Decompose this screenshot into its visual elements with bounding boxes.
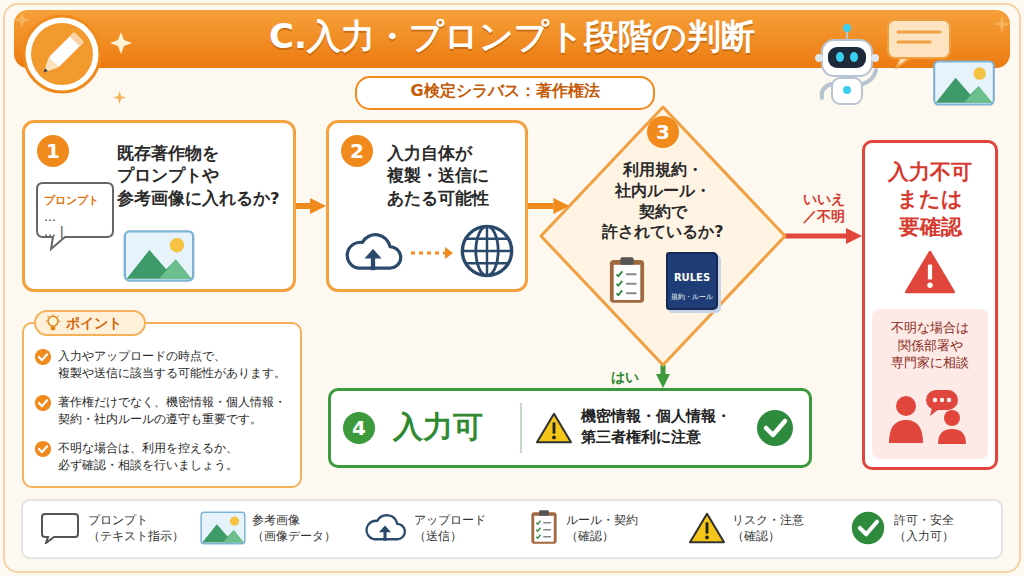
- callout-number-text: 2: [350, 135, 364, 167]
- text-slot: C.入力・プロンプト段階の判断: [0, 14, 1024, 58]
- result-box-ng-text: 入力不可 または 要確認: [878, 159, 982, 241]
- result-box-ok-text: 入力可: [393, 406, 483, 448]
- prompt-bubble-text: プロンプト: [44, 193, 99, 208]
- text-slot: 4: [343, 412, 375, 446]
- warning-icon: [905, 249, 955, 295]
- legend-text: プロンプト （テキスト指示）: [88, 513, 188, 544]
- text-slot: ルール・契約 （確認）: [566, 513, 666, 544]
- point-box-text: 著作権だけでなく、機密情報・個人情報・ 契約・社内ルールの遵守も重要です。: [58, 394, 296, 429]
- text-slot: ポイント: [66, 312, 122, 334]
- text-slot: 入力不可 または 要確認: [865, 159, 995, 241]
- text-slot: 著作権だけでなく、機密情報・個人情報・ 契約・社内ルールの遵守も重要です。: [58, 394, 296, 429]
- point-tab: ポイント: [34, 310, 146, 336]
- legend-text: リスク・注意 （確認）: [732, 513, 832, 544]
- text-slot: 入力可: [393, 406, 483, 448]
- text-slot: RULES: [668, 266, 716, 285]
- rules-book-text: RULES: [674, 272, 710, 283]
- step-box-text: 既存著作物を プロンプトや 参考画像に入れるか?: [117, 143, 295, 210]
- text-slot: G検定シラバス：著作権法: [357, 78, 653, 104]
- text-slot: プロンプト: [44, 189, 99, 208]
- upload-icon: [341, 219, 517, 283]
- advice-box: 不明な場合は 関係部署や 専門家に相談: [872, 309, 988, 459]
- text-slot: 1: [37, 135, 69, 169]
- rules-book-text: 規約・ルール: [671, 292, 713, 302]
- bullet-checks: [34, 348, 54, 468]
- text-slot: リスク・注意 （確認）: [732, 513, 832, 544]
- point-box: 入力やアップロードの時点で、 複製や送信に該当する可能性があります。著作権だけで…: [22, 322, 302, 488]
- edge-label: いいえ ／不明: [798, 190, 850, 226]
- callout-number-text: 1: [46, 135, 60, 167]
- text-slot: 入力やアップロードの時点で、 複製や送信に該当する可能性があります。: [58, 348, 296, 383]
- prompt-bubble-text: … |: [44, 225, 64, 239]
- step-box-text: 入力自体が 複製・送信に あたる可能性: [387, 143, 519, 210]
- text-slot: 不明な場合は 関係部署や 専門家に相談: [872, 319, 988, 372]
- text-slot: 3: [647, 116, 679, 150]
- decision-diamond-text: 利用規約・ 社内ルール・ 契約で 許されているか?: [596, 160, 730, 243]
- callout-number: 3: [647, 116, 679, 148]
- edge-label: はい: [599, 368, 651, 387]
- legend-text: 参考画像 （画像データ）: [252, 513, 352, 544]
- text-slot: …: [44, 206, 56, 225]
- title-text: C.入力・プロンプト段階の判断: [269, 14, 755, 58]
- subtitle-pill: G検定シラバス：著作権法: [355, 76, 655, 110]
- image-icon: [123, 229, 195, 283]
- text-slot: 不明な場合は、利用を控えるか、 必ず確認・相談を行いましょう。: [58, 440, 296, 475]
- step-box: 入力自体が 複製・送信に あたる可能性 2: [326, 120, 528, 292]
- text-slot: いいえ ／不明: [798, 190, 850, 226]
- flow-arrow: [296, 203, 310, 209]
- flow-arrow: [528, 203, 553, 209]
- text-slot: 2: [341, 135, 373, 169]
- point-box-text: 入力やアップロードの時点で、 複製や送信に該当する可能性があります。: [58, 348, 296, 383]
- callout-number-text: 3: [656, 116, 670, 148]
- rules-book: RULES 規約・ルール: [666, 252, 718, 310]
- prompt-bubble-text: …: [44, 210, 56, 224]
- decision-diamond: 利用規約・ 社内ルール・ 契約で 許されているか? 3RULES 規約・ルール: [538, 104, 788, 368]
- text-slot: 許可・安全 （入力可）: [894, 513, 994, 544]
- result-box-ng: 入力不可 または 要確認不明な場合は 関係部署や 専門家に相談: [862, 140, 998, 470]
- text-slot: 既存著作物を プロンプトや 参考画像に入れるか?: [117, 143, 295, 210]
- text-slot: プロンプト （テキスト指示）: [88, 513, 188, 544]
- legend-text: アップロード （送信）: [414, 513, 514, 544]
- clipboard-icon: [608, 254, 646, 306]
- text-slot: アップロード （送信）: [414, 513, 514, 544]
- advice-box-text: 不明な場合は 関係部署や 専門家に相談: [883, 319, 977, 372]
- flow-arrow: [785, 234, 846, 239]
- result-box-ok: 入力可 機密情報・個人情報・ 第三者権利に注意 4: [328, 388, 812, 468]
- text-slot: 機密情報・個人情報・ 第三者権利に注意: [581, 406, 745, 448]
- legend-text: ルール・契約 （確認）: [566, 513, 666, 544]
- text-slot: 規約・ルール: [668, 284, 716, 303]
- callout-number-text: 4: [352, 412, 366, 444]
- text-slot: 参考画像 （画像データ）: [252, 513, 352, 544]
- callout-number: 4: [343, 412, 375, 444]
- text-slot: はい: [599, 367, 651, 387]
- text-slot: 利用規約・ 社内ルール・ 契約で 許されているか?: [538, 160, 788, 243]
- text-slot: 入力自体が 複製・送信に あたる可能性: [387, 143, 519, 210]
- legend-text: 許可・安全 （入力可）: [894, 513, 994, 544]
- point-box-text: 不明な場合は、利用を控えるか、 必ず確認・相談を行いましょう。: [58, 440, 296, 475]
- people-icon: [886, 387, 974, 445]
- step-box: 既存著作物を プロンプトや 参考画像に入れるか? 1 プロンプト …… |: [22, 120, 296, 292]
- prompt-bubble: プロンプト …… |: [35, 181, 115, 251]
- callout-number: 2: [341, 135, 373, 167]
- result-box-ok-text: 機密情報・個人情報・ 第三者権利に注意: [581, 406, 745, 448]
- callout-number: 1: [37, 135, 69, 167]
- point-tab-text: ポイント: [66, 312, 122, 334]
- subtitle-pill-text: G検定シラバス：著作権法: [410, 78, 599, 104]
- bulb-icon: [44, 314, 62, 332]
